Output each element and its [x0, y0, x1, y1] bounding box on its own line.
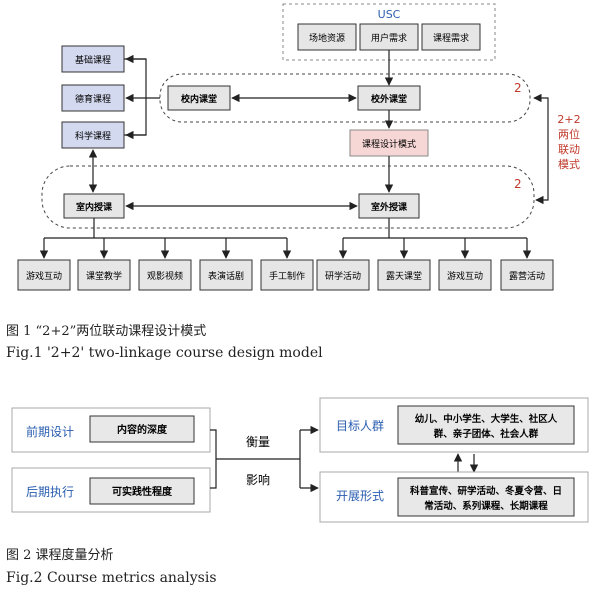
- svg-text:课堂教学: 课堂教学: [86, 270, 122, 282]
- svg-text:两位: 两位: [558, 127, 580, 141]
- svg-text:可实践性程度: 可实践性程度: [112, 485, 173, 498]
- indoor-activity-drama: 表演话剧: [199, 259, 253, 291]
- outdoor-activity-camping: 露营活动: [500, 259, 554, 291]
- figure-2-caption-cn: 图 2 课程度量分析: [6, 548, 114, 563]
- svg-text:常活动、系列课程、长期课程: 常活动、系列课程、长期课程: [424, 500, 548, 512]
- outdoor-activity-tree: [338, 218, 532, 259]
- figure-1-caption-en: Fig.1 '2+2' two-linkage course design mo…: [6, 345, 323, 361]
- svg-text:游戏互动: 游戏互动: [26, 270, 62, 282]
- loop-number-bottom: 2: [514, 177, 522, 191]
- late-execution-label: 后期执行: [26, 485, 74, 499]
- svg-text:群、亲子团体、社会人群: 群、亲子团体、社会人群: [433, 428, 539, 440]
- svg-text:内容的深度: 内容的深度: [117, 423, 168, 436]
- measure-label: 衡量: [246, 435, 270, 449]
- form-box: [397, 477, 575, 517]
- early-design-label: 前期设计: [26, 424, 74, 439]
- loop-number-top: 2: [514, 81, 522, 95]
- svg-text:表演话剧: 表演话剧: [208, 270, 244, 282]
- svg-text:场地资源: 场地资源: [309, 32, 345, 44]
- offcampus-class-box: 校外课堂: [357, 85, 421, 111]
- svg-text:校内课堂: 校内课堂: [181, 93, 217, 105]
- target-group-panel: 目标人群 幼儿、中小学生、大学生、社区人 群、亲子团体、社会人群: [319, 397, 589, 453]
- form-panel: 开展形式 科普宣传、研学活动、冬夏令营、日 常活动、系列课程、长期课程: [319, 471, 589, 523]
- side-label: 2+2 两位 联动 模式: [557, 113, 580, 171]
- figure-1-diagram: USC 场地资源 用户需求 课程需求 基础课程 德育课程 科学课程 2 校内课堂…: [17, 3, 581, 291]
- svg-text:室内授课: 室内授课: [76, 201, 113, 213]
- course-bracket: [124, 58, 147, 136]
- target-group-label: 目标人群: [336, 419, 384, 433]
- usc-item-user-needs: 用户需求: [359, 23, 419, 51]
- svg-text:室外授课: 室外授课: [371, 201, 408, 213]
- svg-text:幼儿、中小学生、大学生、社区人: 幼儿、中小学生、大学生、社区人: [415, 413, 558, 425]
- svg-text:游戏互动: 游戏互动: [447, 270, 483, 282]
- outdoor-teaching-box: 室外授课: [358, 193, 420, 219]
- svg-text:校外课堂: 校外课堂: [371, 93, 407, 105]
- course-moral: 德育课程: [61, 84, 125, 112]
- indoor-activity-games: 游戏互动: [17, 259, 71, 291]
- svg-text:露营活动: 露营活动: [509, 270, 545, 282]
- content-depth-box: [89, 415, 195, 443]
- metrics-connector: [210, 425, 319, 493]
- svg-text:用户需求: 用户需求: [371, 32, 407, 44]
- svg-text:课程设计模式: 课程设计模式: [362, 138, 416, 150]
- target-group-box: [397, 405, 575, 445]
- outdoor-activity-games: 游戏互动: [438, 259, 492, 291]
- svg-text:露天课堂: 露天课堂: [386, 270, 422, 282]
- indoor-activity-tree: [39, 218, 292, 259]
- design-mode-box: 课程设计模式: [349, 129, 429, 157]
- svg-text:2+2: 2+2: [557, 113, 580, 126]
- course-science: 科学课程: [61, 121, 125, 149]
- svg-text:科学课程: 科学课程: [75, 130, 111, 142]
- figure-2-diagram: 前期设计 内容的深度 后期执行 可实践性程度 衡量 影响 目标人群 幼儿、中小学…: [11, 397, 589, 523]
- svg-text:模式: 模式: [558, 158, 580, 171]
- svg-text:观影视频: 观影视频: [147, 270, 183, 282]
- usc-item-course-needs: 课程需求: [421, 23, 481, 51]
- indoor-activity-video: 观影视频: [138, 259, 192, 291]
- early-design-panel: 前期设计 内容的深度: [11, 407, 211, 453]
- svg-text:手工制作: 手工制作: [269, 270, 305, 282]
- outdoor-activity-study-tour: 研学活动: [316, 259, 370, 291]
- influence-label: 影响: [246, 472, 270, 487]
- usc-item-venue-resources: 场地资源: [297, 23, 357, 51]
- svg-text:联动: 联动: [558, 143, 580, 156]
- form-label: 开展形式: [336, 489, 384, 503]
- outdoor-activity-open-air: 露天课堂: [377, 259, 431, 291]
- figure-1-caption-cn: 图 1 “2+2”两位联动课程设计模式: [6, 324, 207, 339]
- campus-class-box: 校内课堂: [167, 85, 231, 111]
- usc-label: USC: [378, 8, 401, 21]
- practicality-box: [89, 477, 195, 505]
- indoor-activity-handcraft: 手工制作: [260, 259, 314, 291]
- side-bracket: [533, 93, 549, 205]
- svg-text:科普宣传、研学活动、冬夏令营、日: 科普宣传、研学活动、冬夏令营、日: [410, 485, 562, 497]
- svg-text:基础课程: 基础课程: [75, 54, 111, 66]
- svg-text:研学活动: 研学活动: [325, 270, 361, 282]
- late-execution-panel: 后期执行 可实践性程度: [11, 467, 211, 513]
- indoor-teaching-box: 室内授课: [63, 193, 125, 219]
- indoor-activity-classroom: 课堂教学: [77, 259, 131, 291]
- figure-2-caption-en: Fig.2 Course metrics analysis: [6, 570, 217, 586]
- loop-top: [159, 73, 531, 123]
- svg-text:德育课程: 德育课程: [75, 93, 111, 105]
- svg-text:课程需求: 课程需求: [433, 32, 469, 44]
- course-basic: 基础课程: [61, 45, 125, 73]
